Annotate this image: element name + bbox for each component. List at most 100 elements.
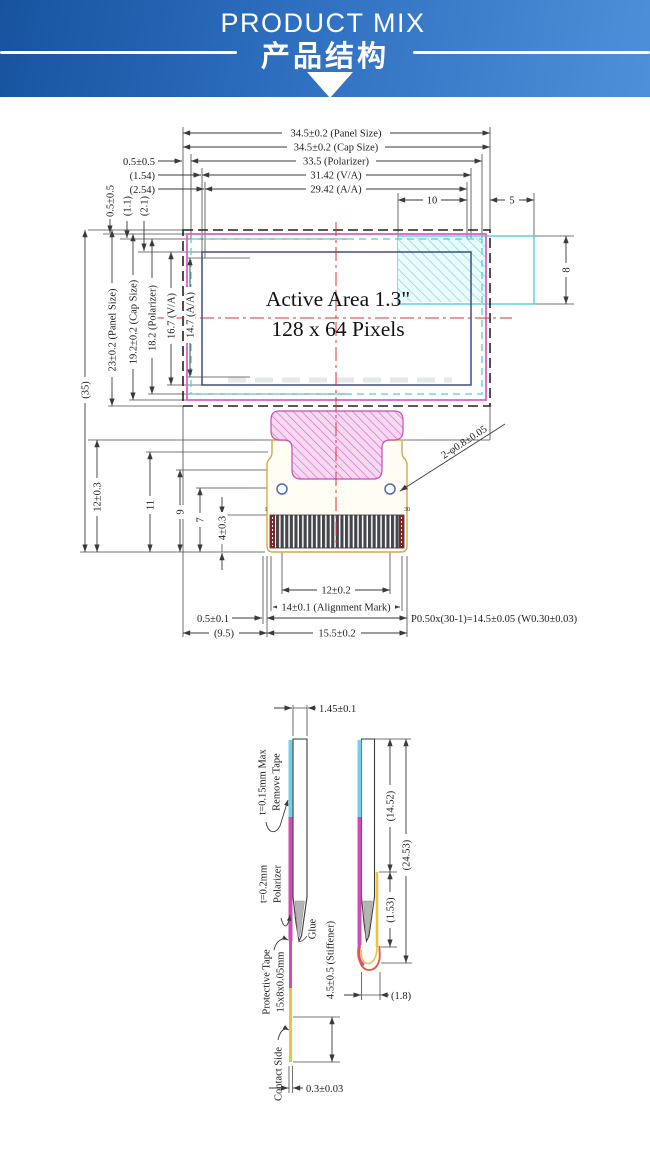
offset-va-label: (1.54) bbox=[130, 171, 156, 182]
protective-tape-label-2: 15x8x0.05mm bbox=[276, 952, 287, 1013]
fold-loop-outline bbox=[358, 945, 381, 971]
down-triangle-icon bbox=[307, 72, 353, 98]
dim-polarizer-width: 33.5 (Polarizer) bbox=[296, 155, 376, 168]
dim-aa-height: 14.7 (A/A) bbox=[184, 287, 197, 343]
side-view-extended: 1.45±0.1 Remove Tape t=0.15mm Max Polari… bbox=[258, 704, 357, 1101]
svg-text:(2.1): (2.1) bbox=[140, 195, 151, 216]
svg-text:t=0.15mm Max: t=0.15mm Max bbox=[258, 749, 269, 815]
page-subtitle: 产品结构 bbox=[260, 41, 390, 73]
active-area-resolution: 128 x 64 Pixels bbox=[271, 317, 404, 341]
alignment-hole-left bbox=[276, 483, 288, 495]
remove-tape-strip bbox=[288, 740, 293, 817]
svg-text:8: 8 bbox=[562, 267, 573, 272]
dim-cap-height: 19.2±0.2 (Cap Size) bbox=[127, 275, 140, 369]
glass-stack-folded bbox=[360, 738, 376, 943]
glass-stack-side bbox=[292, 738, 308, 943]
pin-30-label: 30 bbox=[404, 507, 410, 513]
offset-polarizer-top: (1.1) bbox=[123, 195, 134, 216]
dim-9: 9 bbox=[174, 505, 187, 519]
dim-10: 10 bbox=[423, 194, 441, 207]
svg-text:(1.53): (1.53) bbox=[386, 897, 397, 923]
dim-tail-length: 12±0.3 bbox=[91, 478, 104, 516]
offset-polarizer-label: 0.5±0.5 bbox=[123, 157, 155, 168]
svg-text:Glue: Glue bbox=[308, 918, 319, 939]
svg-text:(1.1): (1.1) bbox=[123, 195, 134, 216]
svg-text:4.5±0.5 (Stiffener): 4.5±0.5 (Stiffener) bbox=[326, 920, 337, 999]
remove-tape-label-2: t=0.15mm Max bbox=[258, 749, 269, 815]
svg-text:29.42 (A/A): 29.42 (A/A) bbox=[310, 185, 362, 196]
svg-text:34.5±0.2 (Cap Size): 34.5±0.2 (Cap Size) bbox=[294, 143, 379, 154]
top-view: 1 30 Active Area 1.3" 128 x 64 Pixels bbox=[79, 127, 578, 640]
polarizer-strip-folded bbox=[357, 817, 362, 945]
dim-panel-width: 34.5±0.2 (Panel Size) bbox=[282, 127, 390, 140]
svg-text:15x8x0.05mm: 15x8x0.05mm bbox=[276, 952, 287, 1013]
svg-text:19.2±0.2 (Cap Size): 19.2±0.2 (Cap Size) bbox=[129, 279, 140, 364]
remove-tape-strip-folded bbox=[357, 740, 362, 817]
svg-text:15.5±0.2: 15.5±0.2 bbox=[318, 629, 355, 640]
contact-side-leader bbox=[277, 1024, 290, 1041]
dim-thickness: 1.45±0.1 bbox=[319, 704, 356, 715]
dim-fold-153: (1.53) bbox=[384, 892, 397, 928]
svg-text:Polarizer: Polarizer bbox=[273, 865, 284, 903]
dim-polarizer-height: 18.2 (Polarizer) bbox=[146, 278, 159, 358]
hatched-region bbox=[398, 238, 486, 302]
offset-cap-top: 0.5±0.5 bbox=[106, 185, 117, 217]
glue-leader bbox=[299, 935, 308, 942]
pin-strip bbox=[269, 514, 405, 549]
svg-text:Remove Tape: Remove Tape bbox=[272, 753, 283, 811]
bonding-area bbox=[270, 410, 404, 480]
page-title: PRODUCT MIX bbox=[220, 8, 426, 38]
dim-hole-pitch: 12±0.2 bbox=[317, 584, 355, 597]
offset-va-top: (2.1) bbox=[140, 195, 151, 216]
dim-alignment-mark: 14±0.1 (Alignment Mark) bbox=[277, 601, 395, 614]
dim-total-height: (35) bbox=[79, 377, 92, 403]
svg-text:Protective Tape: Protective Tape bbox=[262, 949, 273, 1015]
remove-tape-leader bbox=[265, 799, 289, 833]
dim-4: 4±0.3 bbox=[216, 512, 229, 544]
glue-label: Glue bbox=[308, 918, 319, 939]
svg-text:12±0.2: 12±0.2 bbox=[321, 586, 350, 597]
dim-cap-width: 34.5±0.2 (Cap Size) bbox=[287, 141, 385, 154]
remove-tape-label-1: Remove Tape bbox=[272, 753, 283, 811]
svg-text:(35): (35) bbox=[81, 381, 92, 399]
dim-aa-width: 29.42 (A/A) bbox=[306, 183, 366, 196]
pin-1-label: 1 bbox=[265, 507, 268, 513]
protective-tape-label-1: Protective Tape bbox=[262, 949, 273, 1015]
svg-text:14±0.1 (Alignment Mark): 14±0.1 (Alignment Mark) bbox=[281, 603, 391, 614]
dim-fold-1452: (14.52) bbox=[384, 785, 397, 827]
svg-text:5: 5 bbox=[509, 196, 514, 207]
dim-fpc-width: 15.5±0.2 bbox=[313, 627, 361, 640]
svg-text:18.2 (Polarizer): 18.2 (Polarizer) bbox=[148, 285, 159, 351]
dim-edge-gap: 0.5±0.1 bbox=[197, 614, 229, 625]
pin-end-mark-left bbox=[270, 515, 275, 548]
dim-9-5: (9.5) bbox=[209, 627, 239, 640]
dim-va-height: 16.7 (V/A) bbox=[165, 288, 178, 344]
dim-va-width: 31.42 (V/A) bbox=[306, 169, 366, 182]
divider-line-left bbox=[0, 51, 237, 54]
polarizer-leader bbox=[280, 914, 292, 927]
dim-panel-height: 23±0.2 (Panel Size) bbox=[106, 283, 119, 377]
svg-text:33.5 (Polarizer): 33.5 (Polarizer) bbox=[303, 157, 369, 168]
hole-callout: 2-φ0.8±0.05 bbox=[440, 424, 490, 462]
polarizer-outline bbox=[190, 238, 483, 395]
svg-text:t=0.2mm: t=0.2mm bbox=[259, 865, 270, 903]
dim-tail-thickness: 0.3±0.03 bbox=[306, 1084, 343, 1095]
divider-line-right bbox=[413, 51, 650, 54]
glue-wedge-folded bbox=[363, 900, 373, 938]
svg-text:9: 9 bbox=[176, 509, 187, 514]
dim-fold-width: (1.8) bbox=[391, 991, 412, 1002]
polarizer-label-1: Polarizer bbox=[273, 865, 284, 903]
dim-7: 7 bbox=[194, 513, 207, 527]
dim-11: 11 bbox=[144, 496, 157, 514]
polarizer-label-2: t=0.2mm bbox=[259, 865, 270, 903]
offset-aa-label: (2.54) bbox=[130, 185, 156, 196]
svg-text:16.7 (V/A): 16.7 (V/A) bbox=[167, 292, 178, 339]
pin-pitch-note: P0.50x(30-1)=14.5±0.05 (W0.30±0.03) bbox=[411, 614, 578, 625]
side-view-folded: (14.52) (1.53) (24.53) (1.8) bbox=[344, 738, 413, 1002]
svg-text:12±0.3: 12±0.3 bbox=[93, 482, 104, 511]
contact-side-label: Contact Side bbox=[274, 1047, 285, 1101]
pin-end-mark-right bbox=[399, 515, 404, 548]
svg-text:Contact Side: Contact Side bbox=[274, 1047, 285, 1101]
